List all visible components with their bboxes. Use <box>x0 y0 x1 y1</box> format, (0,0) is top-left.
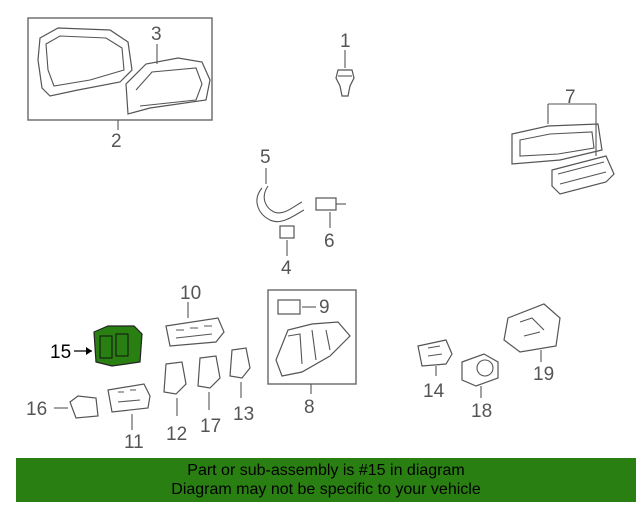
callout-3: 3 <box>151 24 162 45</box>
part-11-group[interactable]: 11 <box>107 383 151 453</box>
callout-18: 18 <box>471 401 492 422</box>
part-4-group[interactable]: 4 <box>279 225 295 279</box>
part-2-group[interactable]: 2 3 <box>27 17 213 152</box>
callout-11: 11 <box>124 432 144 453</box>
cluster-bezel-part <box>37 27 133 97</box>
banner-line-1: Part or sub-assembly is #15 in diagram <box>187 462 465 479</box>
banner-line-2: Diagram may not be specific to your vehi… <box>171 481 481 498</box>
callout-4: 4 <box>281 258 292 279</box>
parts-diagram: 2 3 1 7 5 6 4 <box>26 17 615 453</box>
part-15-group[interactable]: 15 <box>50 325 143 367</box>
part-5-group[interactable]: 5 <box>256 147 305 223</box>
callout-1: 1 <box>340 31 351 52</box>
part-19-group[interactable]: 19 <box>503 303 561 385</box>
callout-17: 17 <box>200 416 221 437</box>
callout-10: 10 <box>180 283 201 304</box>
callout-2: 2 <box>111 131 122 152</box>
part-info-banner: Part or sub-assembly is #15 in diagram D… <box>16 458 636 502</box>
part-1-group[interactable]: 1 <box>335 31 355 97</box>
callout-6: 6 <box>324 231 335 252</box>
callout-12: 12 <box>166 424 187 445</box>
callout-16: 16 <box>26 399 47 420</box>
part-13-group[interactable]: 13 <box>229 347 254 425</box>
callout-14: 14 <box>423 381 445 402</box>
callout-19: 19 <box>533 364 554 385</box>
part-12-group[interactable]: 12 <box>163 361 187 445</box>
callout-7: 7 <box>565 87 576 108</box>
part-7-group[interactable]: 7 <box>511 87 615 195</box>
part-16-group[interactable]: 16 <box>26 395 99 420</box>
part-17-group[interactable]: 17 <box>197 355 221 437</box>
callout-8: 8 <box>304 397 315 418</box>
part-14-group[interactable]: 14 <box>417 339 453 402</box>
part-6-group[interactable]: 6 <box>315 197 346 252</box>
callout-15: 15 <box>50 342 71 363</box>
part-10-group[interactable]: 10 <box>165 283 225 347</box>
callout-13: 13 <box>233 404 254 425</box>
part-18-group[interactable]: 18 <box>461 353 499 422</box>
callout-5: 5 <box>260 147 271 168</box>
cluster-lens-part <box>125 57 211 115</box>
callout-9: 9 <box>319 297 330 318</box>
part-8-group[interactable]: 9 8 <box>267 289 357 418</box>
